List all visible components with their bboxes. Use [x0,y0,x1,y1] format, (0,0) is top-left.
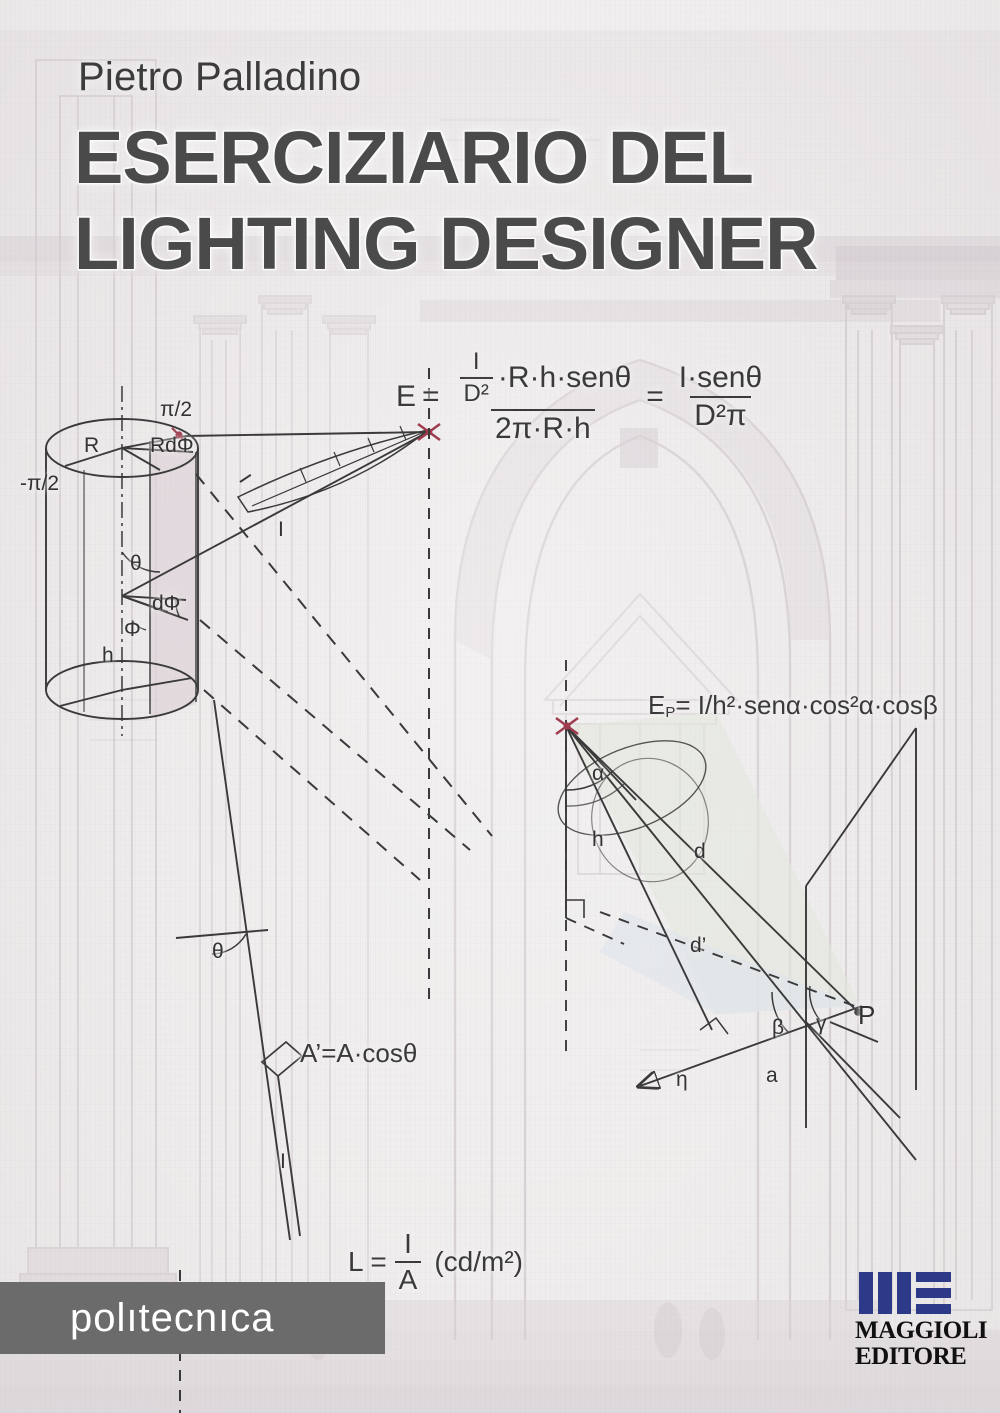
label-gamma: γ [816,1012,827,1035]
formula-l-num: I [404,1228,412,1259]
formula-l-den: A [394,1261,422,1296]
shaded-cone-area [566,712,860,1014]
formula-e-equals-1: = [422,380,440,413]
logo-bar-vertical-2 [878,1272,892,1314]
label-offset-a: a [766,1064,778,1087]
formula-e-lhs: E [396,380,417,413]
label-arc-element-rdphi: RdΦ [150,434,194,457]
label-surface-intensity: I [280,1150,286,1173]
formula-e-num-rest: ·R·h·senθ [497,361,632,394]
label-point-height: h [592,828,604,851]
label-alpha: α [592,762,605,785]
publisher-logo: MAGGIOLI EDITORE [855,1272,988,1370]
dashed-projection-rays [195,469,493,881]
projected-surface-diagram [175,699,304,1241]
logo-bar-vertical-3 [897,1272,911,1314]
page-title: ESERCIZIARIO DEL LIGHTING DESIGNER [74,116,954,285]
formula-e-equals-2: = [646,380,664,413]
formula-e-inner-fraction: I D² [459,348,493,408]
cylinder-diagram [45,386,429,736]
logo-bar-horizontal-2 [916,1288,951,1298]
point-p-marker [854,1008,862,1016]
label-negative-pi-half: -π/2 [20,472,59,495]
title-line-2: LIGHTING DESIGNER [74,201,819,285]
formula-ep-subscript: P [665,704,676,721]
formula-e-rhs-num: I·senθ [678,361,763,394]
formula-e-inner-num: I [472,348,480,375]
label-point-p: P [858,1000,876,1030]
title-line-1: ESERCIZIARIO DEL [74,116,754,199]
formula-l-fraction: I A [394,1228,422,1296]
formula-e-rhs-den: D²π [690,396,751,433]
logo-bar-vertical-1 [859,1272,873,1314]
label-phi: Φ [124,618,141,641]
label-surface-theta: θ [212,940,224,963]
label-distance-d-prime: d’ [690,934,707,957]
formula-point-illuminance: EP= I/h²·senα·cos²α·cosβ [648,690,938,721]
series-badge: polıtecnıca [0,1282,385,1354]
label-dphi: dΦ [152,592,181,615]
formula-ep-lhs: E [648,690,666,720]
label-eta: η [676,1068,688,1091]
formula-e-main-fraction: I D² ·R·h·senθ 2π·R·h [451,348,636,446]
logo-bar-horizontal-3 [916,1304,951,1314]
label-intensity-beam: I [278,518,284,541]
logo-bar-horizontal-1 [916,1272,951,1282]
series-badge-label: polıtecnıca [70,1295,275,1340]
formula-e-numerator: I D² ·R·h·senθ [451,348,636,409]
maggioli-logo-mark [859,1272,951,1314]
formula-projected-area: A’=A·cosθ [300,1038,418,1068]
formula-e-inner-den: D² [459,377,493,408]
formula-ep-rest: = I/h²·senα·cos²α·cosβ [675,690,938,720]
formula-illuminance: E = I D² ·R·h·senθ 2π·R·h = I·senθ D²π [396,348,771,446]
formula-l-lhs: L = [348,1246,387,1277]
label-beta: β [772,1016,785,1039]
author-name: Pietro Palladino [78,55,362,99]
light-source-marker-cylinder-top [171,427,187,443]
label-cylinder-height: h [102,644,114,667]
label-distance-d: d [694,840,706,863]
label-pi-half: π/2 [160,398,193,421]
formula-luminance: L = I A (cd/m²) [348,1228,523,1296]
publisher-name-line-2: EDITORE [855,1342,967,1370]
formula-l-unit: (cd/m²) [434,1246,524,1277]
formula-e-denominator: 2π·R·h [491,409,595,446]
formula-e-rhs-fraction: I·senθ D²π [675,361,766,433]
point-illuminance-diagram [557,660,917,1161]
label-cylinder-theta: θ [130,552,142,575]
publisher-name-line-1: MAGGIOLI [855,1317,988,1344]
label-radius-r: R [84,434,100,457]
light-source-marker-right [555,717,579,735]
shaded-plane-area [600,912,860,1014]
